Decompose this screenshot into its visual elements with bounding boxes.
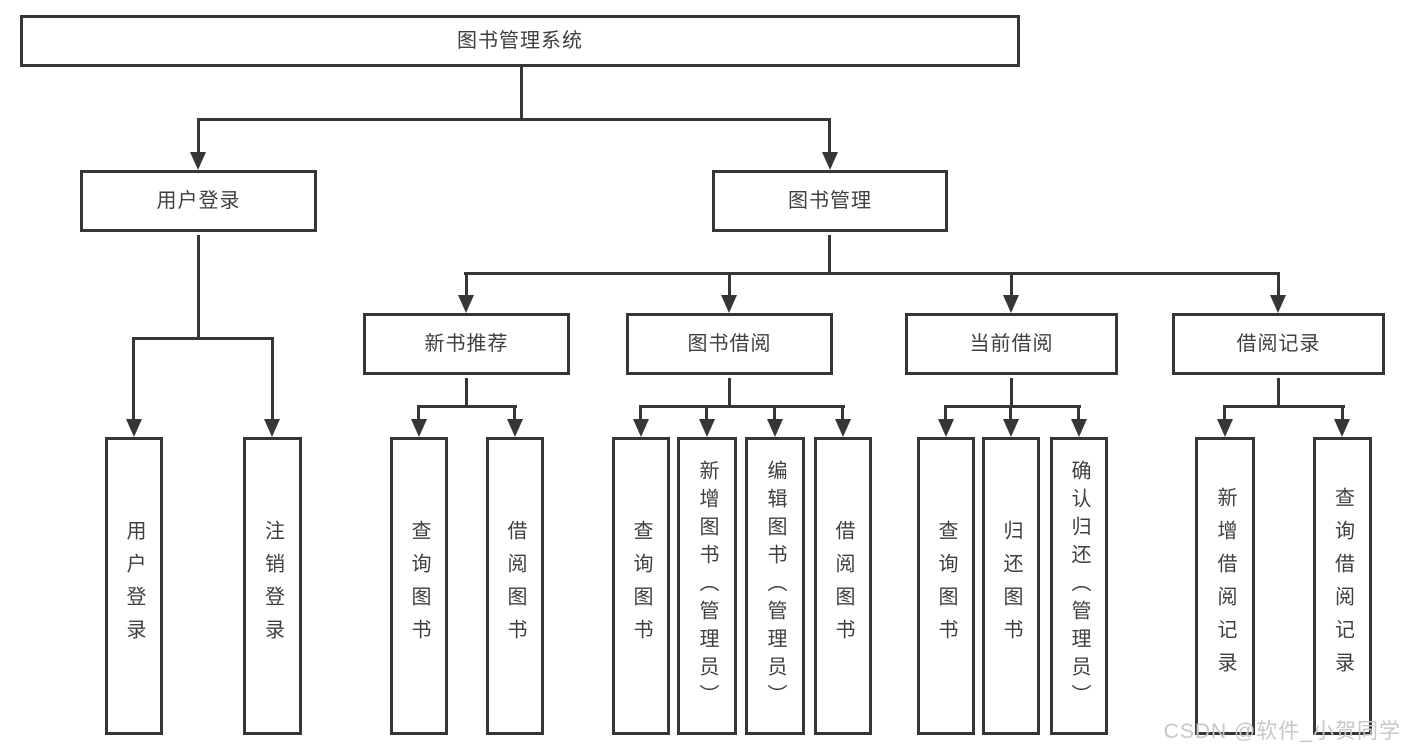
leaf-borrow-books-recommend: 借阅图书 — [486, 437, 544, 735]
leaf-logout: 注销登录 — [243, 437, 302, 735]
connector-recommend-bar — [417, 405, 517, 408]
arrow-down-icon — [1270, 295, 1286, 313]
connector-records-bar — [1223, 405, 1345, 408]
connector-drop-login — [132, 340, 135, 419]
leaf-confirm-return-admin: 确认归还（管理员） — [1050, 437, 1108, 735]
node-book-management-module: 图书管理 — [712, 170, 948, 232]
connector-root-stem — [520, 67, 523, 118]
connector-drop — [1341, 408, 1344, 420]
connector-userlogin-bar — [132, 337, 274, 340]
leaf-add-borrow-record: 新增借阅记录 — [1195, 437, 1255, 735]
leaf-borrow-books: 借阅图书 — [814, 437, 872, 735]
arrow-down-icon — [411, 419, 427, 437]
connector-drop — [841, 408, 844, 420]
arrow-down-icon — [767, 419, 783, 437]
leaf-query-books-borrowing: 查询图书 — [612, 437, 670, 735]
node-label: 图书管理系统 — [457, 30, 583, 52]
leaf-query-borrow-record: 查询借阅记录 — [1313, 437, 1372, 735]
arrow-down-icon — [264, 419, 280, 437]
node-label: 图书借阅 — [687, 333, 772, 355]
connector-borrowing-bar — [639, 405, 845, 408]
node-label: 查询图书 — [408, 520, 430, 652]
arrow-down-icon — [1217, 419, 1233, 437]
connector-drop — [944, 408, 947, 420]
connector-root-bar — [197, 118, 831, 121]
connector-current-stem — [1010, 378, 1013, 405]
node-label: 当前借阅 — [969, 333, 1054, 355]
node-label: 借阅图书 — [504, 520, 526, 652]
node-label: 借阅记录 — [1236, 333, 1321, 355]
connector-drop — [417, 408, 420, 420]
connector-drop — [513, 408, 516, 420]
arrow-down-icon — [721, 295, 737, 313]
node-label: 查询图书 — [630, 520, 652, 652]
connector-drop — [1077, 408, 1080, 420]
arrow-down-icon — [1003, 295, 1019, 313]
node-label: 归还图书 — [1000, 520, 1022, 652]
connector-records-stem — [1277, 378, 1280, 405]
leaf-user-login: 用户登录 — [105, 437, 163, 735]
connector-recommend-stem — [465, 378, 468, 405]
arrow-down-icon — [1003, 419, 1019, 437]
arrow-down-icon — [190, 152, 206, 170]
connector-drop-current — [1010, 275, 1013, 295]
connector-bookmgmt-stem — [828, 235, 831, 272]
watermark: CSDN @软件_小贺同学 — [1163, 720, 1401, 743]
connector-current-bar — [944, 405, 1081, 408]
leaf-edit-books-admin: 编辑图书（管理员） — [745, 437, 805, 735]
connector-drop — [705, 408, 708, 420]
node-user-login-module: 用户登录 — [80, 170, 317, 232]
arrow-down-icon — [458, 295, 474, 313]
arrow-down-icon — [633, 419, 649, 437]
connector-drop-user-login — [197, 121, 200, 152]
arrow-down-icon — [938, 419, 954, 437]
connector-drop — [1223, 408, 1226, 420]
arrow-down-icon — [507, 419, 523, 437]
node-label: 借阅图书 — [832, 520, 854, 652]
leaf-return-books: 归还图书 — [982, 437, 1040, 735]
node-current-borrowing: 当前借阅 — [905, 313, 1118, 375]
arrow-down-icon — [1334, 419, 1350, 437]
connector-drop-recommend — [465, 275, 468, 295]
node-label: 用户登录 — [156, 190, 241, 212]
arrow-down-icon — [126, 419, 142, 437]
arrow-down-icon — [835, 419, 851, 437]
connector-drop — [639, 408, 642, 420]
node-borrowing-records: 借阅记录 — [1172, 313, 1385, 375]
connector-drop-logout — [271, 340, 274, 419]
node-label: 编辑图书（管理员） — [764, 460, 786, 712]
connector-bookmgmt-bar — [464, 272, 1280, 275]
node-label: 新书推荐 — [424, 333, 509, 355]
node-label: 查询图书 — [935, 520, 957, 652]
node-book-borrowing: 图书借阅 — [626, 313, 833, 375]
connector-borrowing-stem — [728, 378, 731, 405]
leaf-query-books-current: 查询图书 — [917, 437, 975, 735]
node-label: 新增图书（管理员） — [696, 460, 718, 712]
node-new-book-recommend: 新书推荐 — [363, 313, 570, 375]
node-library-management-system: 图书管理系统 — [20, 15, 1020, 67]
node-label: 查询借阅记录 — [1331, 487, 1354, 685]
node-label: 确认归还（管理员） — [1068, 460, 1090, 712]
connector-drop-borrowing — [728, 275, 731, 295]
arrow-down-icon — [699, 419, 715, 437]
node-label: 用户登录 — [123, 520, 145, 652]
connector-drop-book-management — [828, 121, 831, 152]
leaf-add-books-admin: 新增图书（管理员） — [677, 437, 737, 735]
leaf-query-books-recommend: 查询图书 — [390, 437, 448, 735]
node-label: 图书管理 — [788, 190, 872, 212]
connector-drop — [773, 408, 776, 420]
arrow-down-icon — [822, 152, 838, 170]
arrow-down-icon — [1071, 419, 1087, 437]
connector-drop-records — [1277, 275, 1280, 295]
node-label: 新增借阅记录 — [1214, 487, 1236, 685]
node-label: 注销登录 — [261, 520, 284, 652]
connector-drop — [1009, 408, 1012, 420]
connector-userlogin-stem — [197, 235, 200, 337]
